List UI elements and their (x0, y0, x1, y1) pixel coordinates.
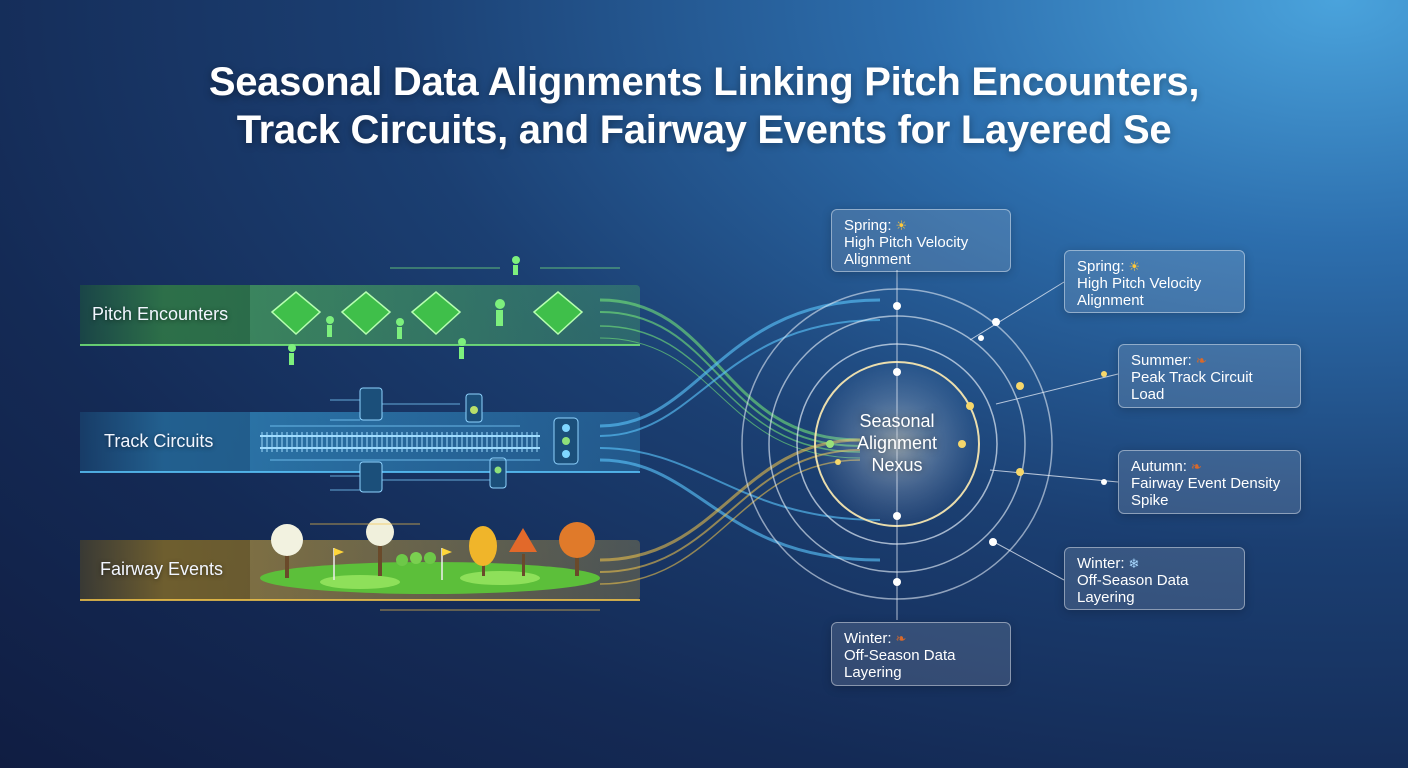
leaf-icon: ❧ (1195, 353, 1207, 368)
card-text-line-1: Peak Track Circuit (1131, 369, 1253, 386)
nexus-label-line-2: Alignment (856, 433, 938, 453)
sun-icon: ☀ (1128, 259, 1141, 274)
title-line-2: Track Circuits, and Fairway Events for L… (236, 108, 1172, 152)
season-card-autumn: Autumn:❧ Fairway Event Density Spike (1118, 450, 1301, 514)
card-text-line-2: Layering (1077, 589, 1135, 606)
runner-icons (288, 256, 520, 365)
card-text-line-1: Off-Season Data (1077, 572, 1189, 589)
card-text-line-2: Alignment (1077, 292, 1144, 309)
card-text-line-1: Off-Season Data (844, 647, 956, 664)
card-season: Winter: (844, 630, 892, 647)
sun-icon: ☀ (895, 218, 908, 233)
card-season: Spring: (1077, 258, 1125, 275)
nexus-label: Seasonal Alignment Nexus (830, 410, 964, 476)
leaf-icon: ❧ (895, 631, 907, 646)
card-text-line-1: Fairway Event Density (1131, 475, 1281, 492)
track-rail (260, 432, 540, 452)
season-card-spring-top: Spring:☀ High Pitch Velocity Alignment (831, 209, 1011, 272)
card-season: Spring: (844, 217, 892, 234)
card-text-line-2: Spike (1131, 492, 1169, 509)
season-card-spring-right: Spring:☀ High Pitch Velocity Alignment (1064, 250, 1245, 313)
season-card-winter-bottom: Winter:❧ Off-Season Data Layering (831, 622, 1011, 686)
snowflake-icon: ❄ (1128, 556, 1140, 571)
band-label-pitch: Pitch Encounters (92, 304, 229, 324)
card-season: Summer: (1131, 352, 1192, 369)
card-season: Winter: (1077, 555, 1125, 572)
fairway-scene (260, 518, 600, 594)
card-connectors (896, 270, 1119, 620)
season-card-summer: Summer:❧ Peak Track Circuit Load (1118, 344, 1301, 408)
connector-nodes (826, 302, 1107, 586)
page-title: Seasonal Data Alignments Linking Pitch E… (0, 58, 1408, 154)
season-card-winter-right: Winter:❄ Off-Season Data Layering (1064, 547, 1245, 610)
card-text-line-2: Load (1131, 386, 1165, 403)
leaf-icon: ❧ (1190, 459, 1202, 474)
baseball-diamond-icons (270, 291, 584, 336)
circuit-traces (270, 399, 540, 491)
track-band (80, 412, 640, 473)
band-label-track: Track Circuits (104, 431, 214, 451)
card-text-line-1: High Pitch Velocity (844, 234, 969, 251)
title-line-1: Seasonal Data Alignments Linking Pitch E… (208, 60, 1200, 104)
card-text-line-2: Layering (844, 664, 902, 681)
card-season: Autumn: (1131, 458, 1187, 475)
nexus-label-line-3: Nexus (871, 455, 923, 475)
card-text-line-2: Alignment (844, 251, 911, 268)
pitch-stream (599, 298, 861, 459)
traffic-signal-icons (359, 387, 579, 493)
band-label-fairway: Fairway Events (100, 559, 224, 579)
nexus-label-line-1: Seasonal (859, 411, 935, 431)
card-text-line-1: High Pitch Velocity (1077, 275, 1202, 292)
